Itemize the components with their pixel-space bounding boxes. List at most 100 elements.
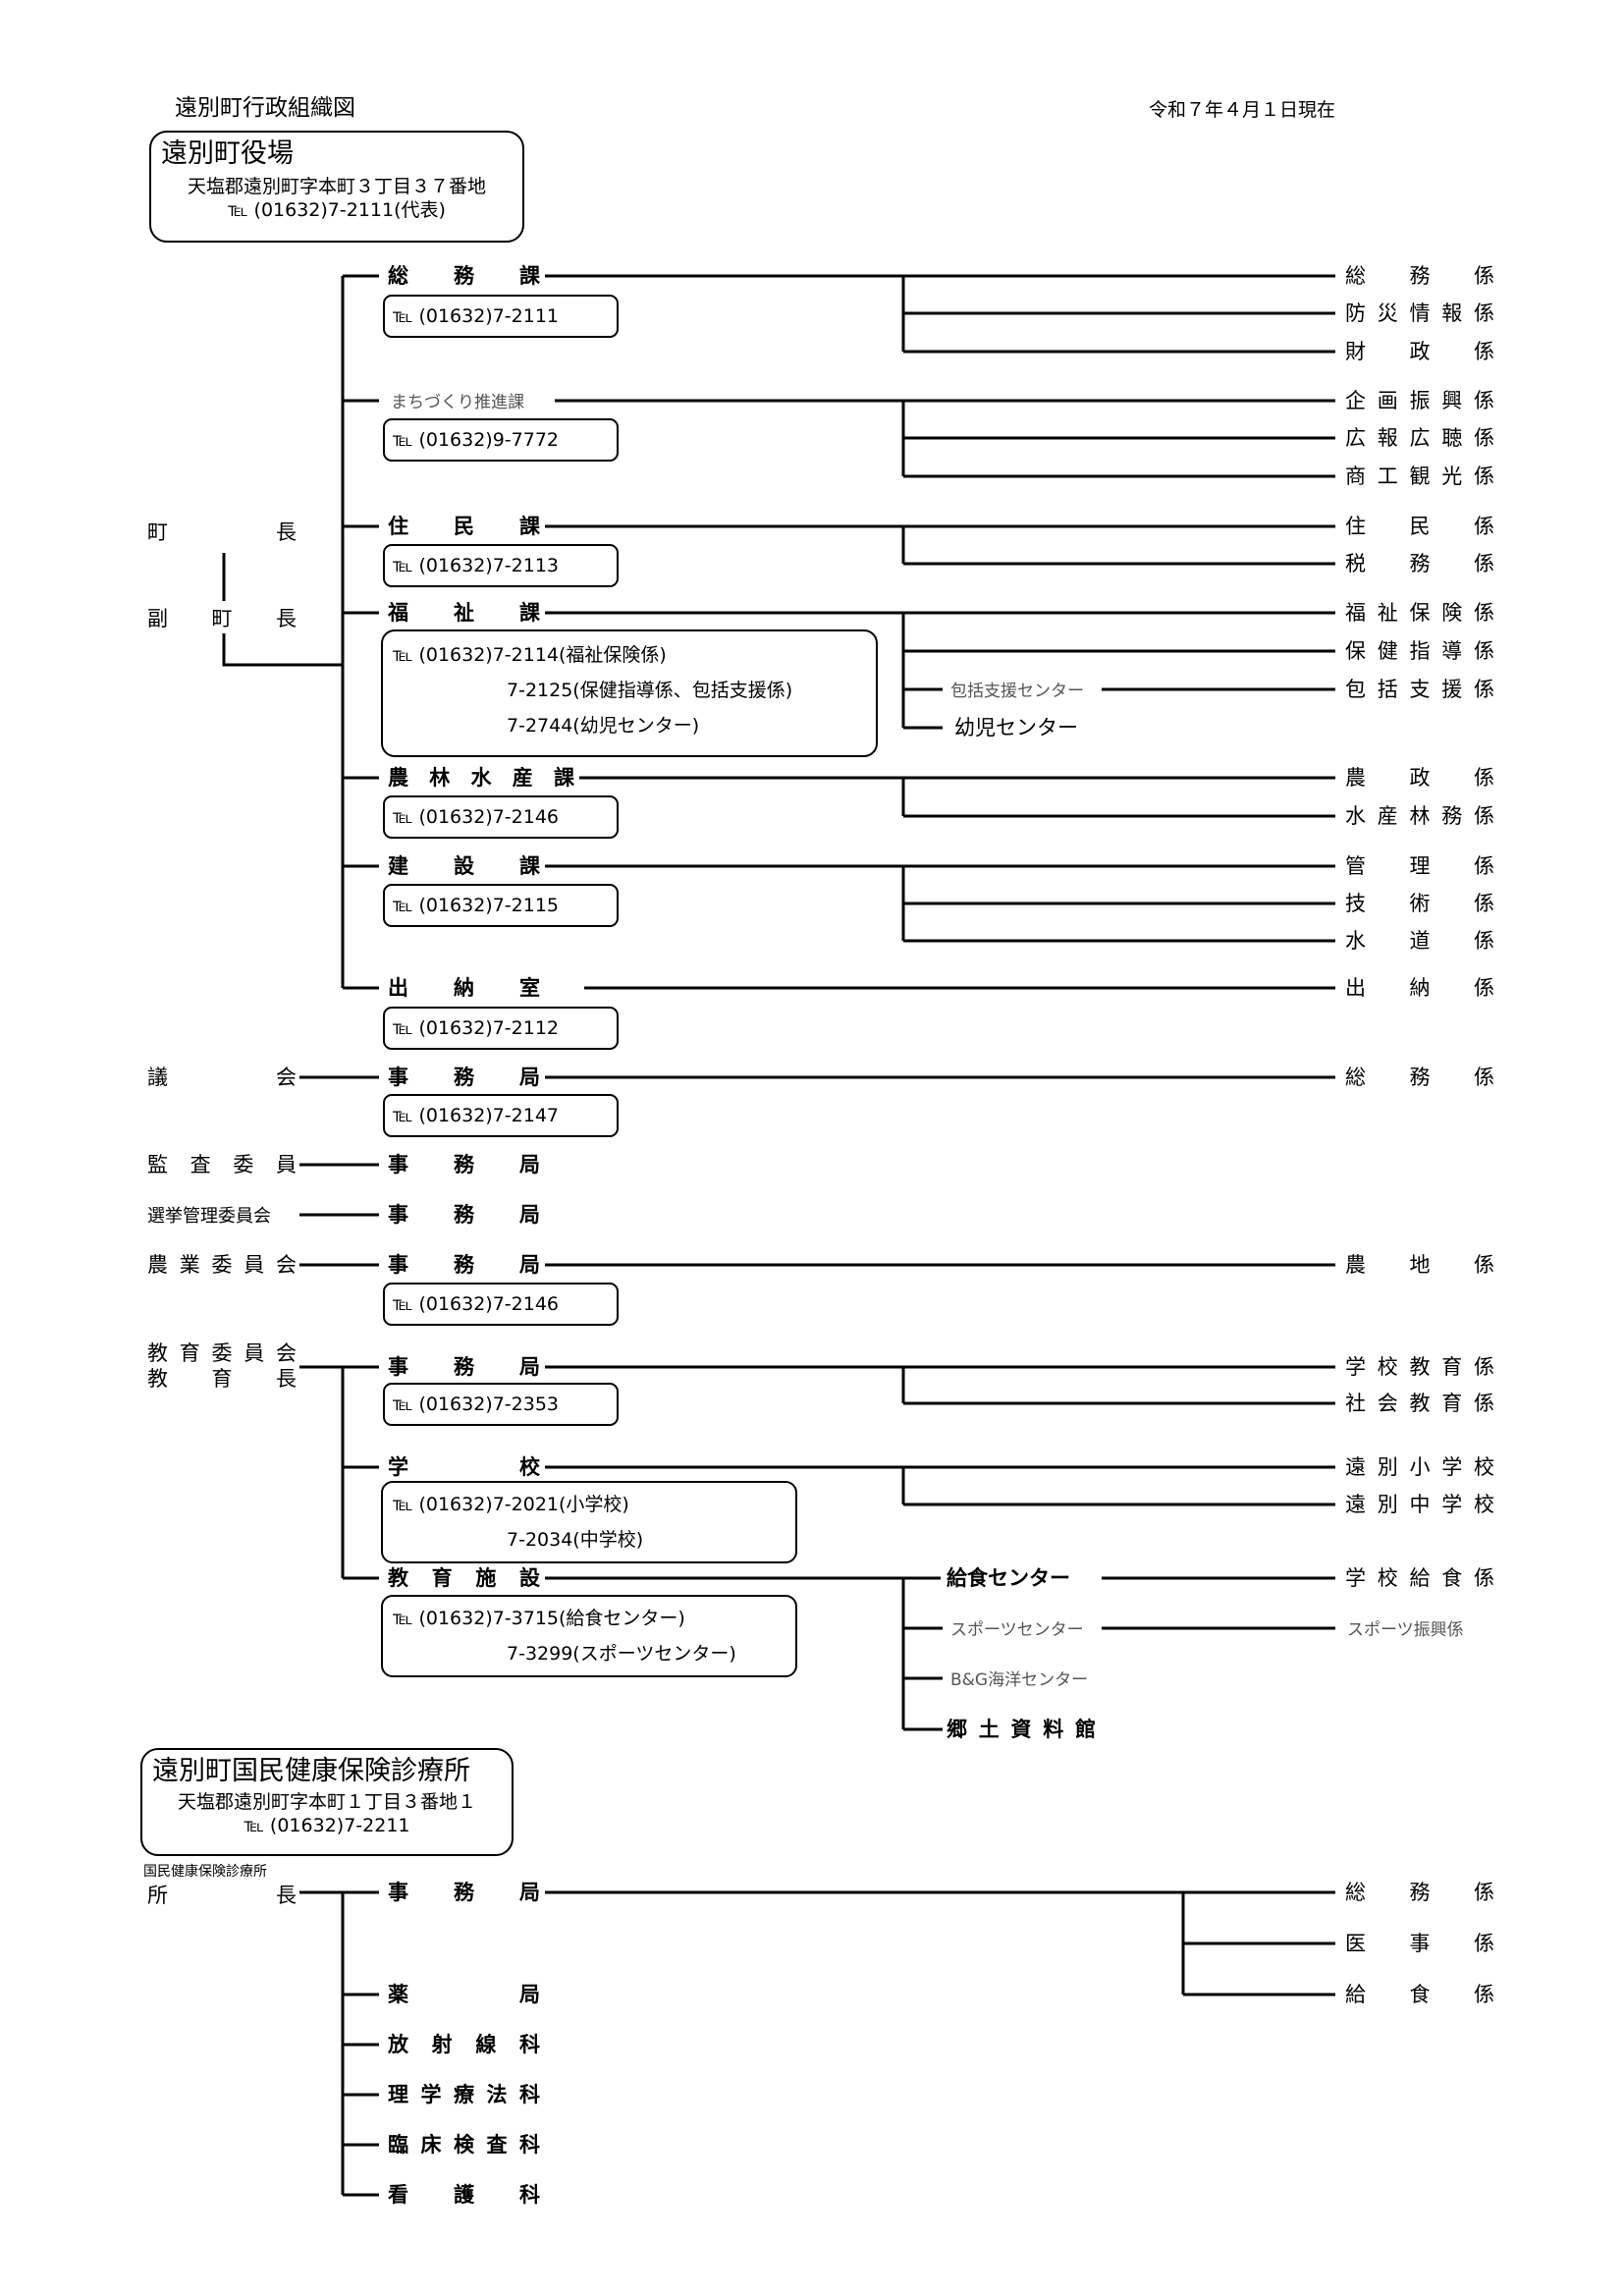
tel-box-facilities: ℡ (01632)7-3715(給食センター) 7-3299(スポーツセンター): [381, 1595, 797, 1677]
clinic-unit-5: 臨床検査科: [388, 2133, 540, 2157]
tel-residents: ℡ (01632)7-2113: [393, 555, 560, 576]
dept-construction: 建設課: [388, 854, 540, 878]
center-early-childhood: 幼児センター: [954, 716, 1078, 739]
tel-agriculture: ℡ (01632)7-2146: [393, 806, 560, 828]
tel-facilities-2: 7-3299(スポーツセンター): [507, 1643, 736, 1665]
as-of-date: 令和７年４月１日現在: [1149, 99, 1336, 121]
section-shisetsu-1: 学校給食係: [1345, 1566, 1494, 1590]
section-somu-3: 財政係: [1345, 340, 1494, 363]
dept-education-facilities: 教育施設: [388, 1566, 540, 1590]
tel-box-agri-committee: ℡ (01632)7-2146: [383, 1283, 619, 1326]
election-committee-label: 選挙管理委員会: [147, 1206, 271, 1227]
clinic-unit-4: 理学療法科: [388, 2083, 540, 2106]
dept-residents: 住民課: [388, 515, 540, 538]
section-kyoiku-2: 社会教育係: [1345, 1392, 1494, 1415]
page-title: 遠別町行政組織図: [175, 95, 355, 121]
clinic-unit-2: 薬局: [388, 1983, 540, 2006]
section-gakko-1: 遠別小学校: [1345, 1455, 1494, 1479]
section-gikai-1: 総務係: [1345, 1066, 1494, 1089]
section-nogyo-1: 農地係: [1345, 1253, 1494, 1277]
facility-local-museum: 郷土資料館: [947, 1718, 1096, 1741]
council-secretariat: 事務局: [388, 1066, 540, 1089]
section-jumin-2: 税務係: [1345, 552, 1494, 575]
tel-agri-committee: ℡ (01632)7-2146: [393, 1293, 560, 1315]
clinic-section-3: 給食係: [1345, 1983, 1494, 2006]
education-chief-label: 教育長: [147, 1367, 297, 1391]
clinic-tel: ℡ (01632)7-2211: [244, 1815, 410, 1836]
office-tel: ℡ (01632)7-2111(代表): [228, 199, 446, 221]
tel-box-schools: ℡ (01632)7-2021(小学校) 7-2034(中学校): [381, 1481, 797, 1563]
section-fukushi-1: 福祉保険係: [1345, 601, 1494, 625]
tel-box-town-planning: ℡ (01632)9-7772: [383, 418, 619, 462]
clinic-section-2: 医事係: [1345, 1932, 1494, 1955]
section-gakko-2: 遠別中学校: [1345, 1493, 1494, 1516]
election-secretariat: 事務局: [388, 1203, 540, 1227]
section-shisetsu-2: スポーツ振興係: [1347, 1620, 1464, 1640]
clinic-unit-1: 事務局: [388, 1881, 540, 1904]
dept-general-affairs: 総務課: [388, 264, 540, 288]
clinic-head-small-label: 国民健康保険診療所: [143, 1864, 267, 1880]
section-somu-1: 総務係: [1345, 264, 1494, 288]
section-fukushi-3: 包括支援係: [1345, 678, 1494, 701]
clinic-unit-3: 放射線科: [388, 2033, 540, 2056]
tel-box-welfare: ℡ (01632)7-2114(福祉保険係) 7-2125(保健指導係、包括支援…: [381, 629, 878, 757]
audit-committee-label: 監査委員: [147, 1153, 297, 1176]
dept-town-planning: まちづくり推進課: [391, 393, 524, 412]
clinic-section-1: 総務係: [1345, 1881, 1494, 1904]
clinic-info-box: 遠別町国民健康保険診療所 天塩郡遠別町字本町１丁目３番地１ ℡ (01632)7…: [140, 1748, 514, 1856]
section-kensetsu-3: 水道係: [1345, 929, 1494, 953]
deputy-mayor-label: 副町長: [147, 607, 297, 630]
tel-construction: ℡ (01632)7-2115: [393, 895, 560, 916]
tel-council: ℡ (01632)7-2147: [393, 1105, 560, 1126]
dept-treasury: 出納室: [388, 976, 540, 1000]
tel-treasury: ℡ (01632)7-2112: [393, 1017, 560, 1039]
tel-welfare-2: 7-2125(保健指導係、包括支援係): [507, 680, 793, 701]
section-norin-2: 水産林務係: [1345, 804, 1494, 828]
center-comprehensive-support: 包括支援センター: [950, 682, 1084, 701]
section-kensetsu-1: 管理係: [1345, 854, 1494, 878]
education-board-label: 教育委員会: [147, 1341, 297, 1365]
section-kyoiku-1: 学校教育係: [1345, 1355, 1494, 1379]
clinic-name: 遠別町国民健康保険診療所: [152, 1756, 470, 1786]
tel-general-affairs: ℡ (01632)7-2111: [393, 305, 560, 327]
facility-school-lunch-center: 給食センター: [947, 1566, 1070, 1590]
tel-box-treasury: ℡ (01632)7-2112: [383, 1007, 619, 1050]
section-fukushi-2: 保健指導係: [1345, 639, 1494, 663]
section-suito-1: 出納係: [1345, 976, 1494, 1000]
tel-schools-1: ℡ (01632)7-2021(小学校): [393, 1494, 629, 1515]
tel-welfare-3: 7-2744(幼児センター): [507, 715, 700, 737]
clinic-unit-6: 看護科: [388, 2183, 540, 2207]
tel-box-construction: ℡ (01632)7-2115: [383, 884, 619, 927]
clinic-director-label: 所長: [147, 1884, 297, 1907]
dept-schools: 学校: [388, 1455, 540, 1479]
tel-schools-2: 7-2034(中学校): [507, 1529, 644, 1551]
section-machi-2: 広報広聴係: [1345, 426, 1494, 450]
dept-welfare: 福祉課: [388, 601, 540, 625]
dept-agriculture-forestry-fisheries: 農林水産課: [388, 766, 574, 790]
tel-box-education: ℡ (01632)7-2353: [383, 1383, 619, 1426]
tel-box-residents: ℡ (01632)7-2113: [383, 544, 619, 587]
mayor-label: 町長: [147, 520, 297, 544]
section-kensetsu-2: 技術係: [1345, 892, 1494, 915]
tel-box-council: ℡ (01632)7-2147: [383, 1094, 619, 1137]
tel-facilities-1: ℡ (01632)7-3715(給食センター): [393, 1608, 685, 1629]
tel-box-general-affairs: ℡ (01632)7-2111: [383, 295, 619, 338]
tel-box-agriculture: ℡ (01632)7-2146: [383, 795, 619, 839]
office-info-box: 遠別町役場 天塩郡遠別町字本町３丁目３７番地 ℡ (01632)7-2111(代…: [149, 131, 524, 243]
clinic-address: 天塩郡遠別町字本町１丁目３番地１: [177, 1791, 476, 1813]
agri-committee-secretariat: 事務局: [388, 1253, 540, 1277]
section-machi-3: 商工観光係: [1345, 465, 1494, 488]
education-secretariat: 事務局: [388, 1355, 540, 1379]
section-jumin-1: 住民係: [1345, 515, 1494, 538]
section-norin-1: 農政係: [1345, 766, 1494, 790]
section-somu-2: 防災情報係: [1345, 301, 1494, 325]
office-name: 遠別町役場: [161, 138, 294, 169]
tel-education: ℡ (01632)7-2353: [393, 1394, 560, 1415]
section-machi-1: 企画振興係: [1345, 389, 1494, 412]
facility-sports-center: スポーツセンター: [950, 1620, 1084, 1640]
office-address: 天塩郡遠別町字本町３丁目３７番地: [187, 176, 486, 197]
tel-town-planning: ℡ (01632)9-7772: [393, 429, 560, 451]
tel-welfare-1: ℡ (01632)7-2114(福祉保険係): [393, 644, 667, 666]
agriculture-committee-label: 農業委員会: [147, 1253, 297, 1277]
